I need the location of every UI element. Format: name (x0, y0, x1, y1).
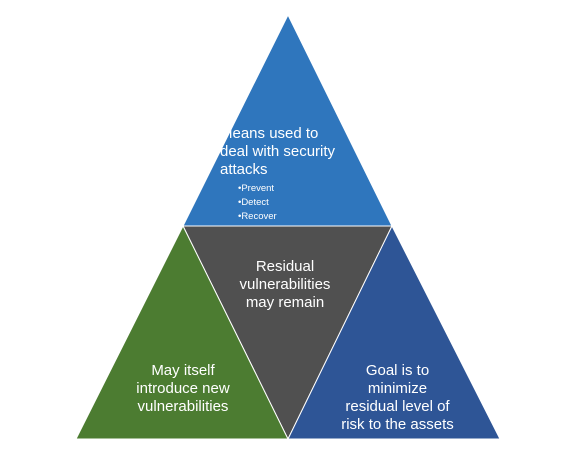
left-triangle-label: May itself introduce new vulnerabilities (136, 362, 230, 415)
top-triangle-bullets: •Prevent •Detect •Recover (238, 182, 338, 223)
left-triangle (75, 224, 289, 440)
right-triangle-label: Goal is to minimize residual level of ri… (341, 362, 454, 433)
top-triangle-title: Means used to deal with security attacks (220, 125, 336, 178)
bullet-recover: •Recover (238, 210, 277, 222)
right-triangle (287, 224, 501, 440)
bullet-prevent: •Prevent (238, 183, 275, 194)
center-triangle-label: Residual vulnerabilities may remain (239, 258, 331, 311)
bullet-detect: •Detect (238, 196, 269, 208)
